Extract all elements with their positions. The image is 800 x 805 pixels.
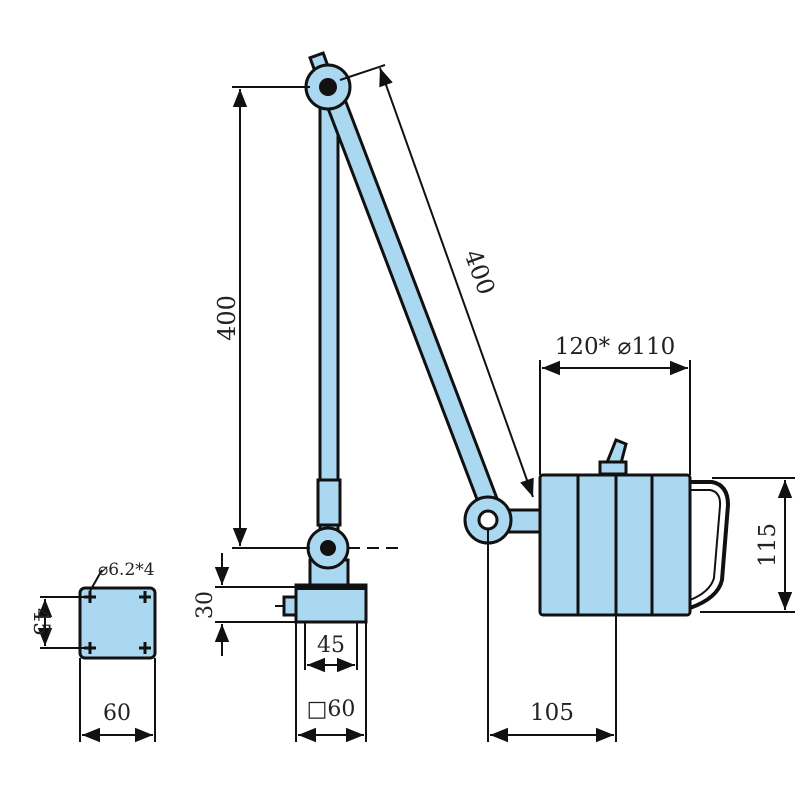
base-height-label: 30 xyxy=(193,591,218,619)
base-inner-dimension xyxy=(304,622,358,673)
plate-width-dimension xyxy=(79,658,156,743)
diagonal-arm-label: 400 xyxy=(459,246,501,299)
top-joint xyxy=(304,51,352,111)
lamp-offset-label: 105 xyxy=(530,700,574,726)
base-inner-label: 45 xyxy=(317,633,345,658)
base-square-label: □60 xyxy=(307,697,356,722)
lamp-offset-dimension xyxy=(487,530,617,743)
mounting-plate xyxy=(78,569,157,660)
lamp-base xyxy=(275,558,368,624)
lower-joint xyxy=(306,526,405,570)
lamp-height-label: 115 xyxy=(755,523,781,567)
diagonal-arm-dimension xyxy=(339,64,534,498)
plate-holes-label: ⌀6.2*4 xyxy=(98,560,155,580)
vertical-arm-dimension xyxy=(232,86,310,549)
base-height-dimension xyxy=(214,553,296,656)
elbow-joint xyxy=(463,495,542,545)
base-square-dimension xyxy=(295,622,367,743)
vertical-arm-label: 400 xyxy=(213,295,241,341)
lamp-head xyxy=(538,438,731,617)
lamp-diameter-label: 120* ⌀110 xyxy=(555,334,675,360)
lamp-height-dimension xyxy=(700,477,795,613)
vertical-arm xyxy=(316,103,342,532)
lamp-diameter-dimension xyxy=(539,360,691,475)
plate-hole-spacing-label: 45 xyxy=(28,608,53,636)
plate-hole-spacing-dimension xyxy=(37,596,84,649)
plate-width-label: 60 xyxy=(103,701,131,726)
